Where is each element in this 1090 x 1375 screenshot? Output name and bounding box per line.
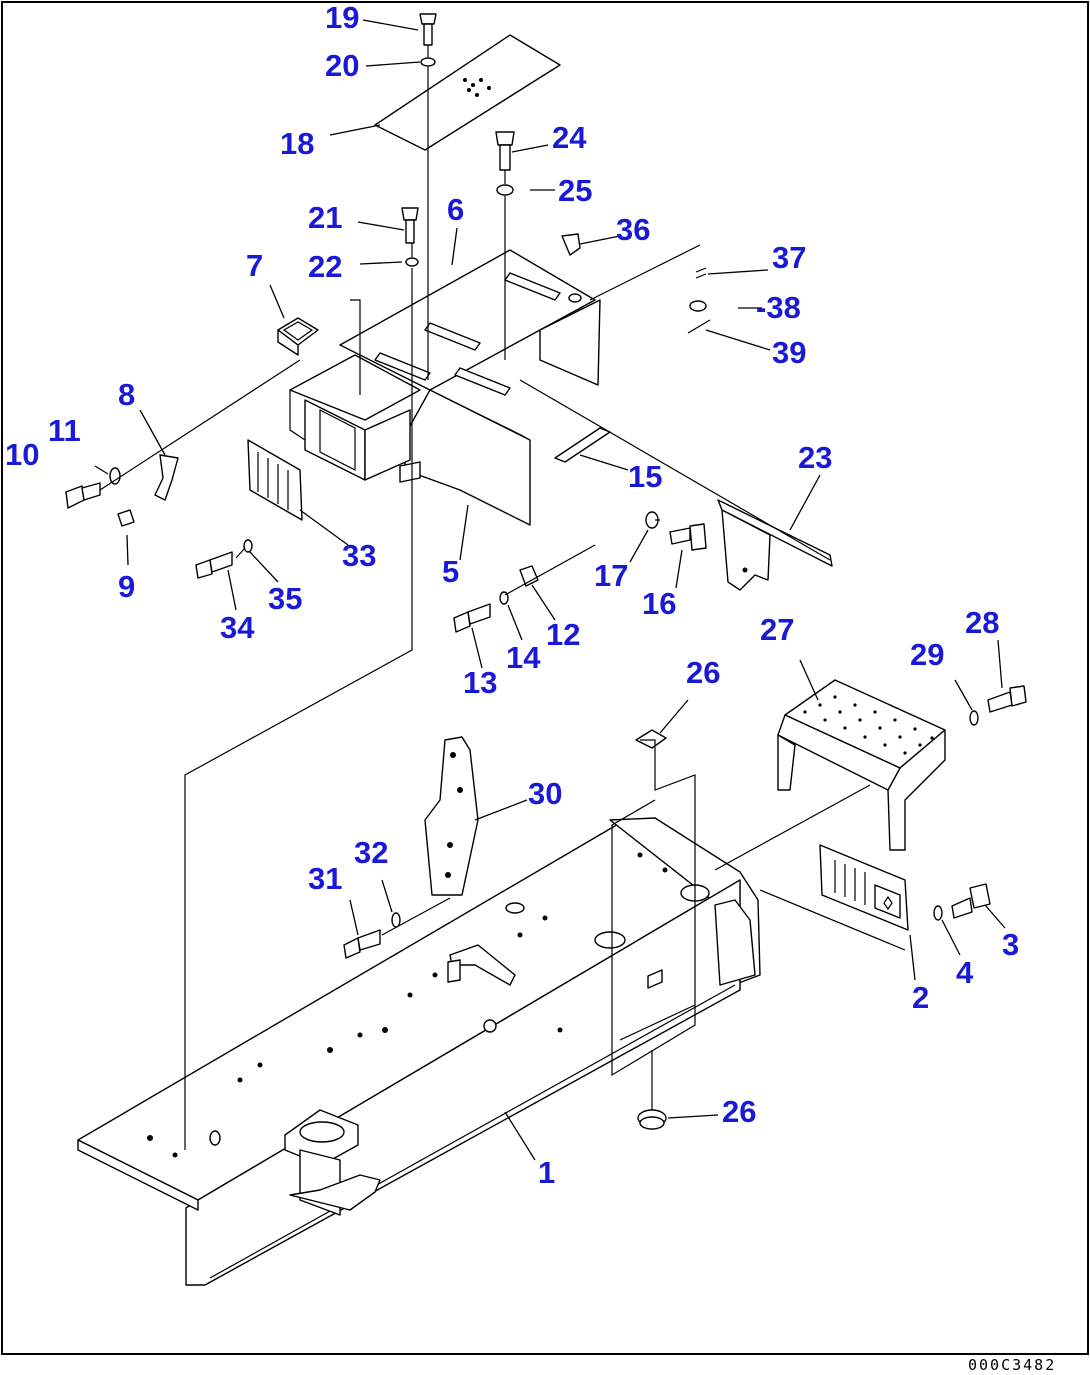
callout-27: 27	[760, 612, 794, 647]
part-5-6-console-frame	[289, 249, 601, 526]
callout-6: 6	[447, 192, 464, 227]
callout-36: 36	[616, 212, 650, 247]
part-30-bracket	[424, 736, 516, 986]
callout-30: 30	[528, 776, 562, 811]
callout-33: 33	[342, 538, 376, 573]
callout-37: 37	[772, 240, 806, 275]
part-1-floor-frame	[77, 817, 761, 1286]
part-2-vent-plate	[819, 844, 909, 931]
callout-2: 2	[912, 980, 929, 1015]
part-27-step	[777, 679, 946, 851]
callout-22: 22	[308, 249, 342, 284]
callout-18: 18	[280, 126, 314, 161]
callout-20: 20	[325, 48, 359, 83]
callout-13: 13	[463, 665, 497, 700]
callout-21: 21	[308, 200, 342, 235]
callout-26-bottom: 26	[722, 1094, 756, 1129]
callout-5: 5	[442, 554, 459, 589]
callout-24: 24	[552, 120, 587, 155]
callout-19: 19	[325, 0, 359, 35]
callout-7: 7	[246, 248, 263, 283]
callout-12: 12	[546, 617, 580, 652]
callout-28: 28	[965, 605, 999, 640]
callout-1: 1	[538, 1155, 555, 1190]
callout-31: 31	[308, 861, 342, 896]
callout-10: 10	[5, 437, 39, 472]
callout-15: 15	[628, 459, 662, 494]
part-7-block	[277, 317, 319, 356]
part-12-clip	[519, 565, 539, 587]
callout-17: 17	[594, 558, 628, 593]
part-18-cover-plate	[374, 34, 561, 151]
part-8-latch	[154, 454, 179, 501]
callout-35: 35	[268, 581, 302, 616]
callout-23: 23	[798, 440, 832, 475]
callout-32: 32	[354, 835, 388, 870]
callout-38: -38	[756, 290, 801, 325]
callout-3: 3	[1002, 927, 1019, 962]
bolts-and-washers	[65, 13, 1027, 1130]
callout-34: 34	[220, 610, 255, 645]
callout-29: 29	[910, 637, 944, 672]
callout-14: 14	[506, 640, 541, 675]
part-33-vent-frame	[247, 439, 303, 521]
drawing-code: 000C3482	[968, 1356, 1056, 1374]
callout-8: 8	[118, 377, 135, 412]
part-23-bracket	[717, 499, 833, 591]
callout-9: 9	[118, 569, 135, 604]
callout-4: 4	[956, 955, 974, 990]
callout-labels: 19 20 18 24 25 21 6 36 7 22 37 -38 39 8 …	[5, 0, 1019, 1190]
part-15-strip	[554, 427, 611, 463]
callout-39: 39	[772, 335, 806, 370]
callout-26-top: 26	[686, 655, 720, 690]
callout-25: 25	[558, 173, 592, 208]
leader-lines	[94, 19, 1006, 1161]
callout-11: 11	[48, 413, 81, 448]
assembly-lines	[99, 45, 906, 1150]
callout-16: 16	[642, 586, 676, 621]
